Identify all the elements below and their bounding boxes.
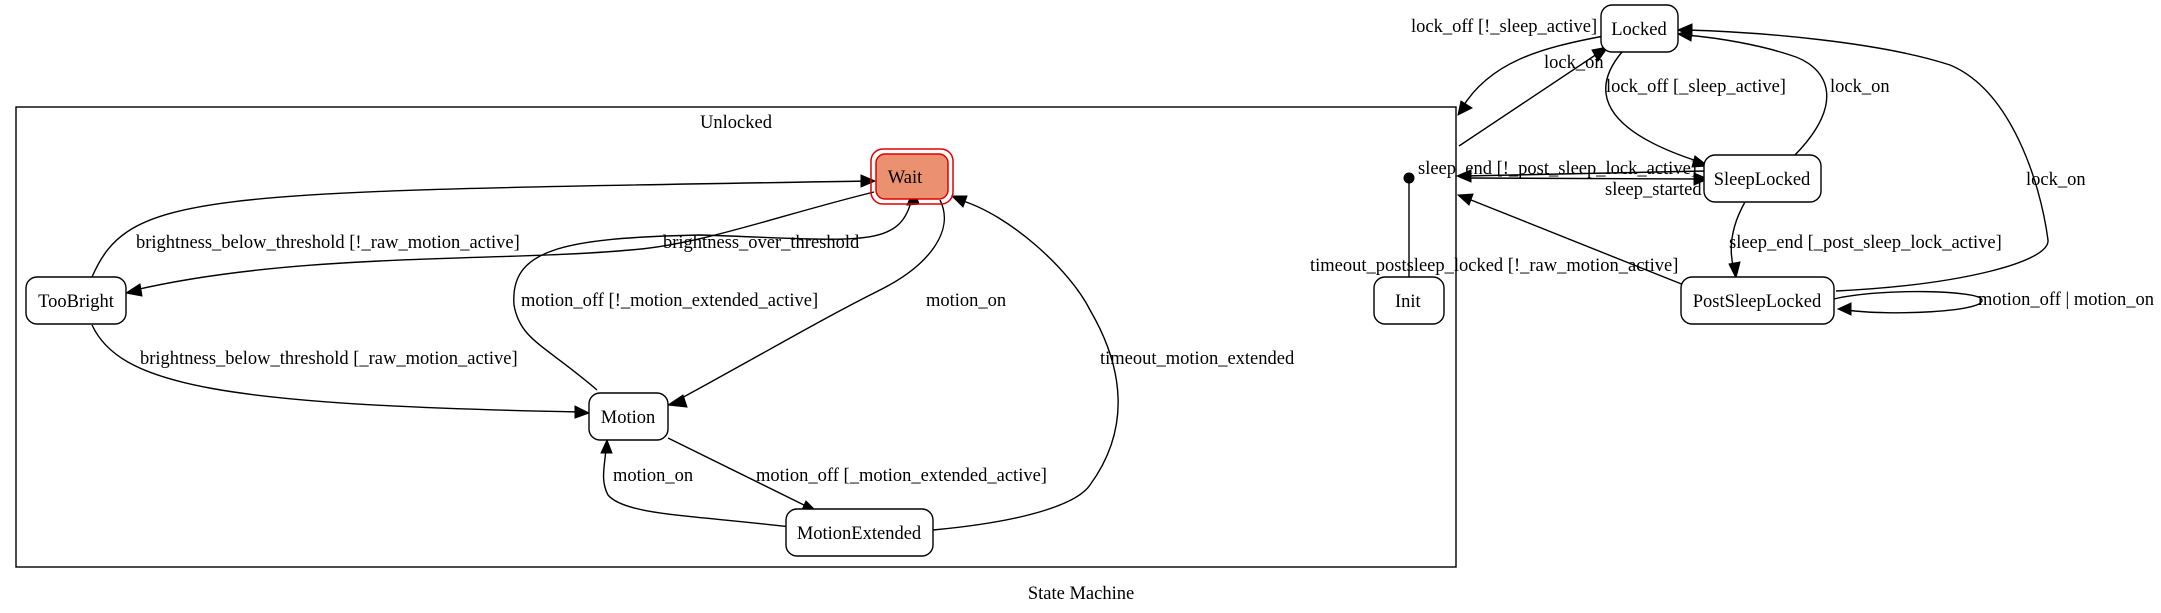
state-label: TooBright <box>38 292 115 312</box>
edge-locked-to-sleeplocked: lock_off [_sleep_active] <box>1605 51 1786 168</box>
edge-label: sleep_started <box>1605 180 1702 200</box>
state-motionextended[interactable]: MotionExtended <box>785 508 934 557</box>
edge-label: motion_on <box>926 291 1006 311</box>
edge-toobright-to-motion: brightness_below_threshold [_raw_motion_… <box>91 324 591 419</box>
state-postsleeplocked[interactable]: PostSleepLocked <box>1680 276 1835 325</box>
state-label: Motion <box>601 408 655 428</box>
state-label: Locked <box>1611 20 1667 40</box>
state-toobright[interactable]: TooBright <box>25 276 127 325</box>
state-label: MotionExtended <box>797 524 922 544</box>
edge-label: motion_on <box>613 466 693 486</box>
edge-sleeplocked-to-unlocked: sleep_end [!_post_sleep_lock_active] <box>1418 159 1707 183</box>
state-label: Wait <box>888 168 923 188</box>
edge-motionextended-to-wait: timeout_motion_extended <box>932 195 1295 531</box>
edge-motion-to-motionextended: motion_off [_motion_extended_active] <box>667 437 1047 514</box>
cluster-label: Unlocked <box>700 113 773 133</box>
edge-label: sleep_end [!_post_sleep_lock_active] <box>1418 159 1697 179</box>
edge-wait-to-toobright: brightness_over_threshold <box>124 191 875 297</box>
edge-label: brightness_over_threshold <box>663 233 860 253</box>
edge-postsleeplocked-to-unlocked: timeout_postsleep_locked [!_raw_motion_a… <box>1310 193 1685 286</box>
edge-label: lock_on <box>1544 53 1604 73</box>
edge-label: lock_on <box>2026 170 2086 190</box>
edge-unlocked-to-locked: lock_on <box>1458 46 1610 147</box>
edge-wait-to-motion: motion_on <box>666 199 1006 408</box>
edge-toobright-to-wait: brightness_below_threshold [!_raw_motion… <box>91 174 877 278</box>
state-init[interactable]: Init <box>1373 276 1445 325</box>
diagram-caption: State Machine <box>1028 584 1134 604</box>
state-motion[interactable]: Motion <box>588 392 669 441</box>
state-wait[interactable]: Wait <box>870 148 954 205</box>
cluster-unlocked: Unlocked <box>15 106 1457 568</box>
edge-label: brightness_below_threshold [_raw_motion_… <box>140 349 518 369</box>
edge-postsleeplocked-self-loop: motion_off | motion_on <box>1833 290 2154 316</box>
state-label: PostSleepLocked <box>1693 292 1822 312</box>
edge-label: lock_off [_sleep_active] <box>1606 77 1786 97</box>
edge-label: motion_off | motion_on <box>1978 290 2154 310</box>
edge-locked-to-unlocked: lock_off [!_sleep_active] <box>1411 17 1605 116</box>
state-sleeplocked[interactable]: SleepLocked <box>1703 154 1822 203</box>
edge-unlocked-to-sleeplocked: sleep_started <box>1463 172 1710 200</box>
edge-postsleeplocked-to-locked: lock_on <box>1676 23 2086 292</box>
edge-label: timeout_postsleep_locked [!_raw_motion_a… <box>1310 256 1678 276</box>
edge-label: motion_off [_motion_extended_active] <box>756 466 1047 486</box>
edge-motion-to-wait: motion_off [!_motion_extended_active] <box>513 188 920 391</box>
edge-sleeplocked-to-postsleeplocked: sleep_end [_post_sleep_lock_active] <box>1728 201 2002 280</box>
edge-label: timeout_motion_extended <box>1100 349 1295 369</box>
edge-label: lock_off [!_sleep_active] <box>1411 17 1597 37</box>
edge-label: motion_off [!_motion_extended_active] <box>521 291 818 311</box>
state-label: Init <box>1395 292 1422 312</box>
state-label: SleepLocked <box>1714 170 1811 190</box>
edge-sleeplocked-to-locked: lock_on <box>1676 28 1890 158</box>
edge-label: sleep_end [_post_sleep_lock_active] <box>1729 233 2002 253</box>
state-locked[interactable]: Locked <box>1600 4 1679 53</box>
edge-label: brightness_below_threshold [!_raw_motion… <box>136 233 520 253</box>
edge-label: lock_on <box>1830 77 1890 97</box>
initial-state-dot <box>1403 172 1415 184</box>
edge-motionextended-to-motion: motion_on <box>600 438 791 528</box>
